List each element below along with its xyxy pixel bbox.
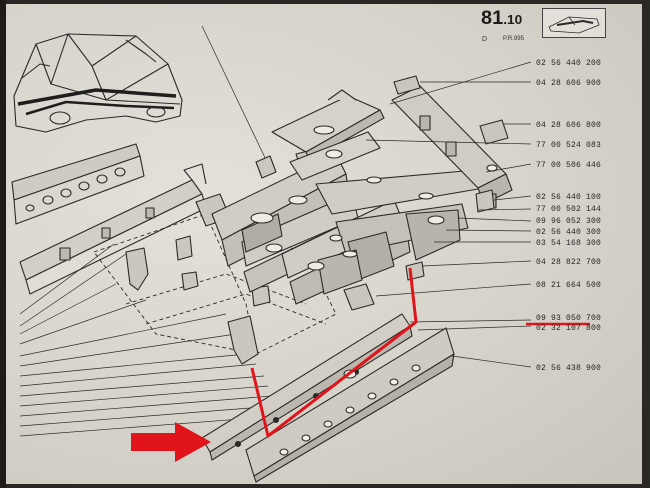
part-number-label: 04 28 606 800: [536, 121, 602, 130]
member-openings: [250, 176, 445, 271]
red-arrow-icon: [131, 422, 211, 462]
leader-lines-right: [365, 61, 532, 368]
car-body-outline: [13, 33, 183, 133]
part-number-label: 02 56 440 300: [536, 228, 602, 237]
part-number-label-highlighted: 09 93 050 700: [536, 314, 602, 323]
small-caps: [343, 75, 509, 311]
part-number-label: 02 56 440 100: [536, 193, 602, 202]
page-number: 81.10: [481, 8, 523, 29]
part-number-label: 09 96 052 300: [536, 217, 602, 226]
thumbnail-drawing: [548, 16, 600, 34]
part-number-label: 77 00 502 144: [536, 205, 602, 214]
left-sill-panel: [11, 143, 145, 225]
part-number-label: 04 28 822 700: [536, 258, 602, 267]
part-number-label: 02 56 440 200: [536, 59, 602, 68]
reference-letter: D: [482, 36, 488, 43]
reference-code: P.R.995: [503, 36, 524, 42]
part-number-label: 03 54 168 300: [536, 239, 602, 248]
leader-lines-left: [19, 25, 281, 437]
part-number-label: 08 21 664 500: [536, 281, 602, 290]
exploded-view-drawing: [11, 25, 590, 483]
highlight-marker-outline: [250, 267, 418, 438]
part-number-label: 02 32 107 800: [536, 324, 602, 333]
part-number-label: 02 56 438 900: [536, 364, 602, 373]
location-thumbnail: [542, 8, 606, 38]
part-number-label: 77 00 524 083: [536, 141, 602, 150]
upper-floor-panel: [271, 89, 385, 181]
part-number-label: 04 28 606 900: [536, 79, 602, 88]
parts-catalogue-page: 81.10 D P.R.995 02 56 440 200 04 28 606 …: [6, 4, 642, 484]
floor-outline-dashed: [93, 213, 337, 355]
left-floor-rail: [19, 163, 207, 295]
center-cross-members: [211, 153, 485, 305]
part-number-label: 77 00 506 446: [536, 161, 602, 170]
table-background: [0, 0, 6, 488]
